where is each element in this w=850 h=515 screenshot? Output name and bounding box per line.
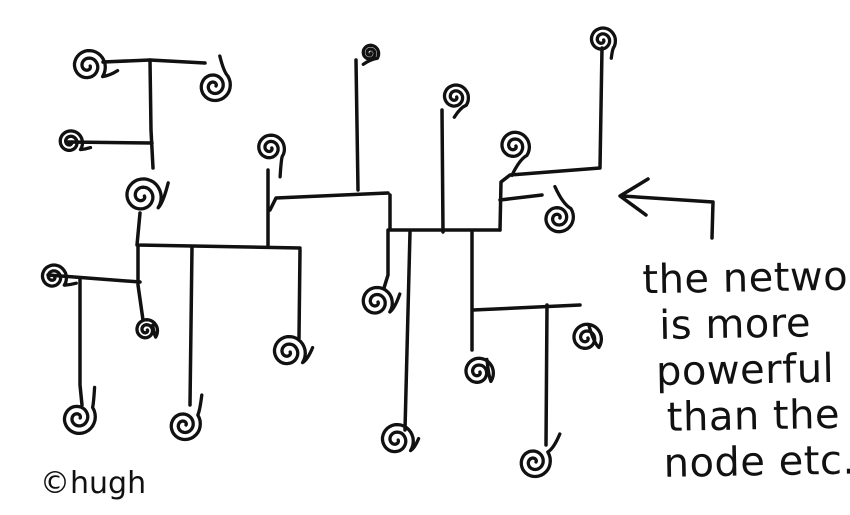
network-link xyxy=(66,140,154,145)
network-nodes xyxy=(40,26,618,479)
swirl-icon xyxy=(257,133,287,179)
swirl-icon xyxy=(544,184,576,234)
network-link xyxy=(544,303,549,447)
network-link xyxy=(297,248,302,340)
network-link xyxy=(388,193,502,232)
swirl-icon xyxy=(169,393,204,442)
network-link xyxy=(46,273,142,284)
caption-line-3: powerful xyxy=(655,345,835,396)
network-link xyxy=(78,276,84,407)
caption-line-4: than the xyxy=(666,391,841,441)
caption-line-2: is more xyxy=(658,300,812,349)
swirl-icon xyxy=(272,334,315,366)
caption-line-5: node etc. xyxy=(663,437,850,487)
swirl-icon xyxy=(361,43,381,66)
swirl-icon xyxy=(361,285,402,315)
arrow-left-icon xyxy=(618,177,715,240)
caption-line-1: the network xyxy=(642,252,850,304)
swirl-icon xyxy=(125,177,170,211)
swirl-icon xyxy=(135,318,160,340)
network-link xyxy=(136,243,145,322)
network-link xyxy=(101,58,207,65)
network-link xyxy=(188,245,194,407)
swirl-icon xyxy=(464,356,496,384)
network-link xyxy=(148,58,155,170)
swirl-icon xyxy=(572,322,604,350)
network-link xyxy=(471,303,582,312)
swirl-icon xyxy=(62,385,97,436)
swirl-icon xyxy=(380,422,421,454)
swirl-icon xyxy=(519,432,562,479)
swirl-icon xyxy=(589,26,618,60)
swirl-icon xyxy=(199,54,232,103)
network-link xyxy=(382,228,390,290)
swirl-icon xyxy=(40,263,78,288)
network-link xyxy=(268,191,390,212)
swirl-icon xyxy=(72,48,120,80)
swirl-icon xyxy=(58,129,93,153)
swirl-icon xyxy=(500,130,532,178)
network-link xyxy=(354,58,360,192)
network-link xyxy=(498,193,544,202)
network-links xyxy=(46,46,604,447)
swirl-icon xyxy=(442,83,471,119)
network-link xyxy=(440,108,445,234)
network-link xyxy=(498,46,604,232)
signature: ©hugh xyxy=(40,466,147,501)
network-link xyxy=(135,211,302,250)
network-link xyxy=(403,230,412,432)
caption: the network is more powerful than the no… xyxy=(642,253,850,487)
